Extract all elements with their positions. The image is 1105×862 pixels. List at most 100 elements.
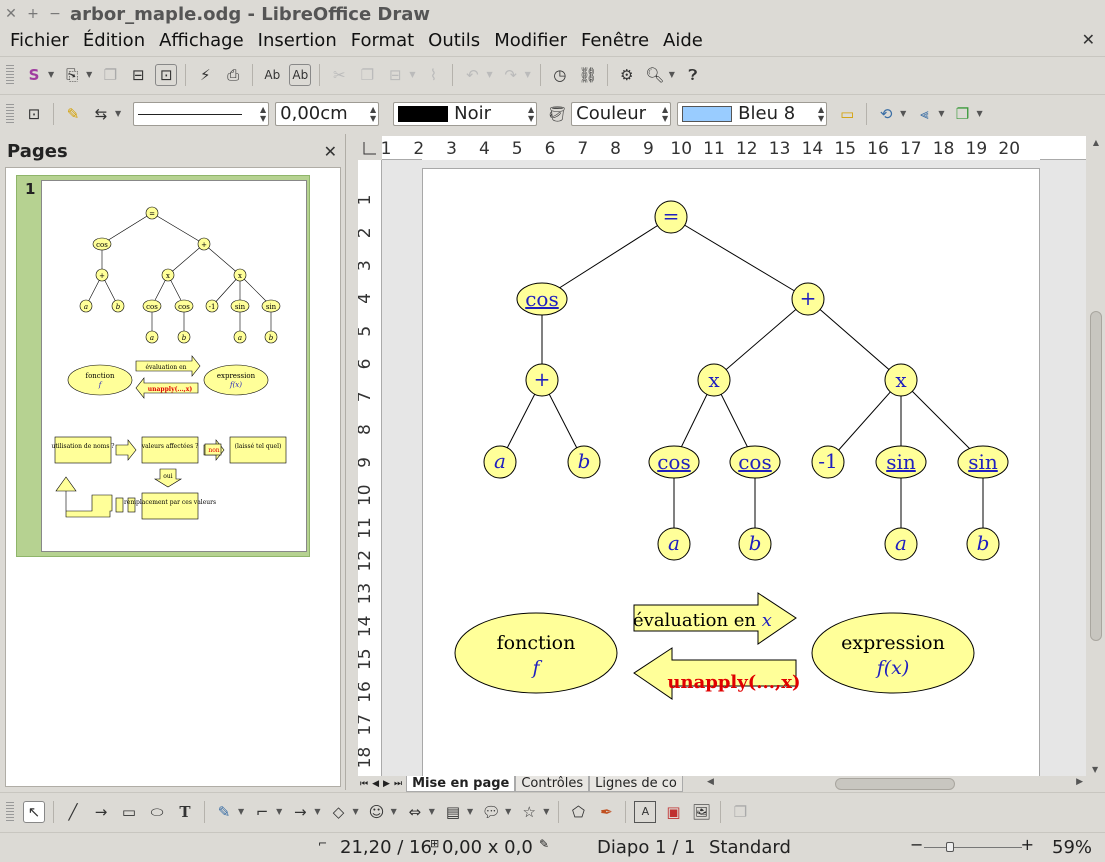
expression-ellipse[interactable]: [811, 612, 975, 694]
tree-node-cos-3[interactable]: [729, 445, 781, 479]
chevron-down-icon[interactable]: ▼: [276, 807, 283, 816]
redo-icon[interactable]: ↷: [504, 65, 517, 84]
line-tool-icon[interactable]: ╱: [68, 802, 78, 821]
evaluation-arrow[interactable]: [633, 592, 797, 645]
scroll-up-icon[interactable]: ▲: [1092, 138, 1100, 147]
lines-arrows-icon[interactable]: →: [294, 802, 307, 821]
menu-outils[interactable]: Outils: [428, 29, 481, 51]
zoom-in-icon[interactable]: +: [1020, 835, 1034, 854]
connector-tool-icon[interactable]: ⌐: [255, 802, 269, 821]
tab-controles[interactable]: Contrôles: [515, 776, 590, 792]
zoom-out-icon[interactable]: −: [910, 835, 924, 854]
menu-fenetre[interactable]: Fenêtre: [580, 29, 650, 51]
chevron-down-icon[interactable]: ▼: [409, 70, 416, 79]
chevron-down-icon[interactable]: ▼: [976, 109, 983, 118]
menu-format[interactable]: Format: [350, 29, 415, 51]
spin-arrows-icon[interactable]: ▲▼: [260, 104, 267, 123]
zoom-slider[interactable]: − +: [910, 835, 1034, 855]
gear-icon[interactable]: ⚙: [620, 65, 634, 84]
tree-node-plus[interactable]: [791, 282, 825, 316]
print-icon[interactable]: ⎙: [227, 65, 240, 84]
last-tab-icon[interactable]: ⏭: [393, 779, 403, 789]
image-icon[interactable]: 🖼︎: [691, 802, 711, 821]
extrusion-icon[interactable]: ❐: [733, 802, 748, 821]
menu-insertion[interactable]: Insertion: [257, 29, 337, 51]
tree-node-cos[interactable]: [516, 282, 568, 316]
edit-mode-icon[interactable]: ⊡: [155, 63, 178, 86]
chevron-down-icon[interactable]: ▼: [938, 109, 945, 118]
next-tab-icon[interactable]: ▶: [383, 779, 390, 789]
chevron-down-icon[interactable]: ▼: [314, 807, 321, 816]
ellipse-tool-icon[interactable]: ⬭: [150, 802, 164, 821]
chevron-down-icon[interactable]: ▼: [48, 70, 55, 79]
menu-affichage[interactable]: Affichage: [159, 29, 244, 51]
basic-shapes-icon[interactable]: ◇: [332, 802, 345, 821]
tree-node-a-2[interactable]: [657, 527, 691, 561]
zoom-icon[interactable]: 🔍︎: [645, 65, 665, 84]
from-file-icon[interactable]: ▣: [666, 802, 681, 821]
new-document-icon[interactable]: S: [28, 65, 40, 84]
block-arrows-icon[interactable]: ⇔: [408, 802, 422, 821]
auto-spellcheck-icon[interactable]: Ab: [289, 63, 312, 86]
menu-modifier[interactable]: Modifier: [494, 29, 567, 51]
templates-icon[interactable]: ⎘: [66, 65, 79, 84]
maximize-window-icon[interactable]: +: [27, 6, 39, 22]
clone-format-icon[interactable]: ⌇: [429, 65, 438, 84]
chevron-down-icon[interactable]: ▼: [115, 109, 122, 118]
vertical-scroll-thumb[interactable]: [1090, 311, 1102, 641]
close-document-icon[interactable]: ✕: [1081, 30, 1095, 49]
spin-arrows-icon[interactable]: ▲▼: [662, 104, 669, 123]
flowchart-icon[interactable]: ▤: [445, 802, 461, 821]
fill-type-select[interactable]: Couleur ▲▼: [571, 101, 672, 126]
page-thumbnail[interactable]: = cos + + x x a b cos cos -1 sin sin a: [41, 180, 307, 552]
symbol-shapes-icon[interactable]: ☺: [368, 802, 385, 821]
points-icon[interactable]: ⬠: [571, 802, 585, 821]
chevron-down-icon[interactable]: ▼: [428, 807, 435, 816]
line-style-select[interactable]: ▲▼: [133, 101, 270, 126]
tree-node-cos-2[interactable]: [648, 445, 700, 479]
hyperlink-icon[interactable]: ⛓: [578, 65, 598, 84]
select-mode-icon[interactable]: ⊡: [27, 104, 41, 123]
copy-disabled-icon[interactable]: ❐: [360, 65, 375, 84]
paste-icon[interactable]: ⊟: [132, 65, 145, 84]
callouts-icon[interactable]: 💬︎: [481, 802, 501, 821]
horizontal-scroll-thumb[interactable]: [835, 778, 955, 790]
fonction-ellipse[interactable]: [454, 612, 618, 694]
line-arrow-tool-icon[interactable]: →: [94, 802, 108, 821]
tab-lignes-de-cote[interactable]: Lignes de co: [589, 776, 683, 792]
ruler-corner[interactable]: [358, 136, 382, 160]
chevron-down-icon[interactable]: ▼: [900, 109, 907, 118]
scroll-right-icon[interactable]: ▶: [1076, 777, 1083, 787]
tree-node-times-2[interactable]: [884, 363, 918, 397]
arrow-style-icon[interactable]: ⇆: [94, 104, 108, 123]
spin-arrows-icon[interactable]: ▲▼: [370, 104, 377, 123]
transformations-icon[interactable]: ⟲: [879, 104, 893, 123]
rectangle-tool-icon[interactable]: ▭: [121, 802, 137, 821]
fontwork-icon[interactable]: A: [634, 800, 657, 823]
shadow-icon[interactable]: ▭: [840, 104, 855, 123]
chevron-down-icon[interactable]: ▼: [486, 70, 493, 79]
chevron-down-icon[interactable]: ▼: [543, 807, 550, 816]
arrange-icon[interactable]: ❐: [955, 104, 970, 123]
drawing-canvas[interactable]: = cos + + x x a b cos cos -1: [382, 160, 1086, 776]
undo-icon[interactable]: ↶: [466, 65, 479, 84]
line-width-input[interactable]: 0,00cm ▲▼: [275, 101, 380, 126]
horizontal-scrollbar[interactable]: ◀ ▶: [705, 777, 1085, 790]
chevron-down-icon[interactable]: ▼: [668, 70, 675, 79]
menu-aide[interactable]: Aide: [663, 29, 703, 51]
chevron-down-icon[interactable]: ▼: [86, 70, 93, 79]
line-color-select[interactable]: Noir ▲▼: [393, 101, 538, 126]
chevron-down-icon[interactable]: ▼: [466, 807, 474, 816]
tree-node-root[interactable]: [654, 200, 688, 234]
tree-node-minus-one[interactable]: [811, 445, 845, 479]
tree-node-sin-2[interactable]: [957, 445, 1009, 479]
chevron-down-icon[interactable]: ▼: [524, 70, 531, 79]
select-arrow-icon[interactable]: ↖: [23, 800, 45, 823]
text-tool-icon[interactable]: T: [179, 802, 191, 821]
prev-tab-icon[interactable]: ◀: [372, 779, 380, 789]
zoom-handle[interactable]: [946, 842, 954, 852]
tree-node-plus-2[interactable]: [525, 363, 559, 397]
clock-icon[interactable]: ◷: [553, 65, 567, 84]
spellcheck-icon[interactable]: Ab: [264, 67, 281, 82]
